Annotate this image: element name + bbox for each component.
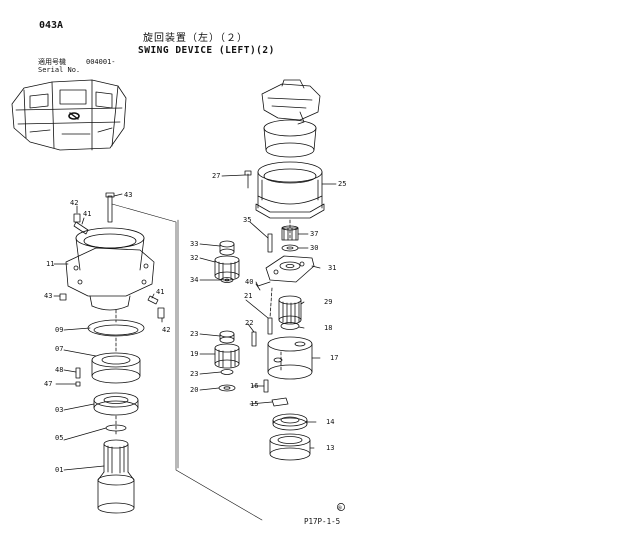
callout-03: 03 bbox=[55, 406, 63, 414]
callout-42-lower: 42 bbox=[162, 326, 170, 334]
serial-label-english: Serial No. bbox=[38, 66, 81, 74]
part-47-plug bbox=[75, 381, 81, 387]
part-43-bolt-left bbox=[59, 293, 67, 301]
callout-18: 18 bbox=[324, 324, 332, 332]
callout-48: 48 bbox=[55, 366, 63, 374]
callout-05: 05 bbox=[55, 434, 63, 442]
callout-07: 07 bbox=[55, 345, 63, 353]
part-03-collar bbox=[93, 392, 139, 416]
callout-16: 16 bbox=[250, 382, 258, 390]
part-07-bearing bbox=[91, 352, 141, 384]
part-33-washer bbox=[219, 240, 235, 256]
part-21-pin bbox=[267, 317, 273, 335]
swing-motor-assembly bbox=[261, 79, 321, 158]
part-17-carrier bbox=[267, 336, 313, 380]
part-29-sun-gear bbox=[278, 295, 302, 325]
part-11-housing bbox=[65, 227, 155, 311]
callout-43-top: 43 bbox=[124, 191, 132, 199]
callout-25: 25 bbox=[338, 180, 346, 188]
part-13-bearing bbox=[269, 433, 311, 461]
part-35-pin bbox=[267, 233, 273, 253]
callout-30: 30 bbox=[310, 244, 318, 252]
callout-23-upper: 23 bbox=[190, 330, 198, 338]
callout-21: 21 bbox=[244, 292, 252, 300]
part-37-sun-gear bbox=[281, 225, 299, 241]
serial-value: 004001- bbox=[86, 58, 116, 66]
part-22-pin bbox=[251, 331, 257, 347]
part-20-washer bbox=[218, 384, 236, 392]
page-code: 043A bbox=[39, 20, 64, 31]
callout-19: 19 bbox=[190, 350, 198, 358]
part-31-carrier bbox=[265, 255, 315, 283]
part-14-oil-seal bbox=[272, 413, 308, 431]
callout-42-upper: 42 bbox=[70, 199, 78, 207]
part-42-plug-upper bbox=[73, 213, 81, 223]
registered-mark-circle bbox=[337, 503, 345, 511]
part-32-planet-gear bbox=[214, 255, 240, 281]
part-42-plug-lower bbox=[157, 307, 165, 319]
callout-47: 47 bbox=[44, 380, 52, 388]
part-16-bolt bbox=[263, 379, 269, 393]
callout-01: 01 bbox=[55, 466, 63, 474]
part-25-housing bbox=[255, 161, 325, 219]
part-48-bolt bbox=[75, 367, 81, 379]
part-40-bolt bbox=[255, 281, 271, 291]
callout-labels: 43 42 41 11 43 41 42 09 07 48 47 03 05 0… bbox=[44, 172, 346, 474]
callout-29: 29 bbox=[324, 298, 332, 306]
callout-40: 40 bbox=[245, 278, 253, 286]
callout-43-left: 43 bbox=[44, 292, 52, 300]
part-19-planet-gear bbox=[214, 343, 240, 369]
callout-27: 27 bbox=[212, 172, 220, 180]
callout-34: 34 bbox=[190, 276, 198, 284]
drawing-code: P17P-1-5 bbox=[304, 517, 341, 526]
callout-22: 22 bbox=[245, 319, 253, 327]
callout-20: 20 bbox=[190, 386, 198, 394]
callout-11: 11 bbox=[46, 260, 54, 268]
part-18-washer bbox=[280, 322, 300, 330]
serial-label-japanese: 適用号機 bbox=[38, 58, 66, 66]
part-41-fitting-lower bbox=[147, 295, 159, 305]
title-japanese: 旋回装置（左）（２） bbox=[143, 33, 248, 44]
callout-17: 17 bbox=[330, 354, 338, 362]
callout-15: 15 bbox=[250, 400, 258, 408]
part-23-washer-upper bbox=[219, 330, 235, 344]
title-english: SWING DEVICE (LEFT)(2) bbox=[138, 45, 275, 56]
machine-location-thumbnail bbox=[11, 79, 127, 151]
callout-41-lower: 41 bbox=[156, 288, 164, 296]
callout-23-lower: 23 bbox=[190, 370, 198, 378]
part-15-plate bbox=[271, 397, 289, 407]
callout-37: 37 bbox=[310, 230, 318, 238]
callout-13: 13 bbox=[326, 444, 334, 452]
callout-35: 35 bbox=[243, 216, 251, 224]
part-43-bolt-top bbox=[107, 195, 113, 223]
callout-32: 32 bbox=[190, 254, 198, 262]
callout-09: 09 bbox=[55, 326, 63, 334]
callout-33: 33 bbox=[190, 240, 198, 248]
callout-41-upper: 41 bbox=[83, 210, 91, 218]
part-30-thrust-washer bbox=[281, 244, 299, 252]
callout-31: 31 bbox=[328, 264, 336, 272]
part-41-fitting-upper bbox=[73, 221, 89, 235]
registered-mark: ® bbox=[338, 505, 342, 512]
part-23-washer-lower bbox=[220, 369, 234, 375]
part-01-pinion-shaft bbox=[97, 439, 135, 514]
callout-14: 14 bbox=[326, 418, 334, 426]
